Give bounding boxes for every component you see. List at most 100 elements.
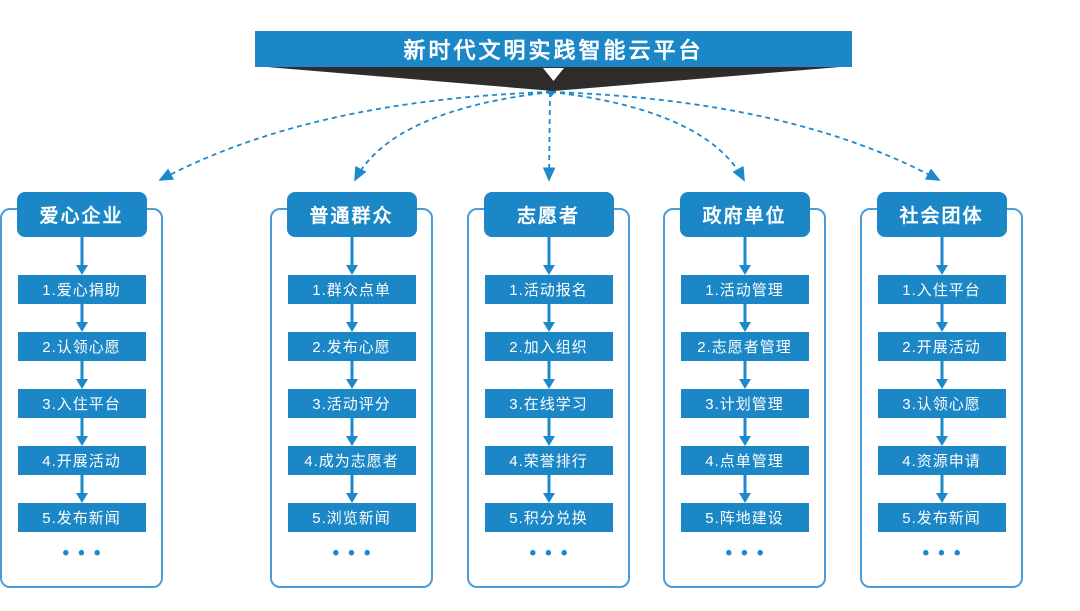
flow-step-label: 1.活动报名 <box>509 282 588 299</box>
column-header: 爱心企业 <box>16 192 147 237</box>
flow-step: 2.认领心愿 <box>17 332 146 361</box>
flow-step-label: 3.入住平台 <box>42 396 121 413</box>
flow-step: 5.发布新闻 <box>17 503 146 532</box>
flow-step-label: 1.爱心捐助 <box>42 282 121 299</box>
dashed-connector-3 <box>542 91 556 182</box>
down-arrow-icon <box>345 304 359 332</box>
flow-step-label: 1.入住平台 <box>902 282 981 299</box>
flow-step-label: 5.浏览新闻 <box>312 510 391 527</box>
flow-step-label: 3.活动评分 <box>312 396 391 413</box>
flow-step: 3.在线学习 <box>484 389 613 418</box>
ellipsis: ••• <box>725 543 773 564</box>
down-arrow-icon <box>738 475 752 503</box>
connector-fan <box>158 86 941 182</box>
down-arrow-icon <box>738 304 752 332</box>
column-header-label: 志愿者 <box>516 206 580 227</box>
flow-step-label: 2.认领心愿 <box>42 339 121 356</box>
ellipsis: ••• <box>332 543 380 564</box>
flow-step: 5.积分兑换 <box>484 503 613 532</box>
flow-step: 2.志愿者管理 <box>680 332 809 361</box>
down-arrow-icon <box>75 304 89 332</box>
down-arrow-icon <box>542 304 556 332</box>
flow-step: 4.点单管理 <box>680 446 809 475</box>
flow-step: 3.认领心愿 <box>877 389 1006 418</box>
column-header-label: 政府单位 <box>702 206 787 227</box>
flow-step: 1.活动管理 <box>680 275 809 304</box>
column-header: 社会团体 <box>876 192 1007 237</box>
column-header: 普通群众 <box>286 192 417 237</box>
flow-step: 4.荣誉排行 <box>484 446 613 475</box>
flow-step-label: 4.资源申请 <box>902 453 981 470</box>
down-arrow-icon <box>738 237 752 275</box>
down-arrow-icon <box>542 418 556 446</box>
flow-step-label: 2.发布心愿 <box>312 339 391 356</box>
down-arrow-icon <box>345 237 359 275</box>
flow-step: 1.群众点单 <box>287 275 416 304</box>
flow-step: 1.活动报名 <box>484 275 613 304</box>
column-header: 志愿者 <box>483 192 614 237</box>
flow-step: 3.计划管理 <box>680 389 809 418</box>
flow-step: 1.爱心捐助 <box>17 275 146 304</box>
column-header-label: 爱心企业 <box>39 206 124 227</box>
column-zhiyuanzhe: 志愿者 1.活动报名 2.加入组织 3.在线学习 4.荣誉排行 5.积分兑换 •… <box>467 192 630 588</box>
down-arrow-icon <box>542 237 556 275</box>
flow-step: 4.开展活动 <box>17 446 146 475</box>
flow-step-label: 4.开展活动 <box>42 453 121 470</box>
flow-step-label: 5.发布新闻 <box>902 510 981 527</box>
column-header-label: 社会团体 <box>899 206 984 227</box>
flow-step-label: 2.志愿者管理 <box>697 339 792 356</box>
column-header-label: 普通群众 <box>309 206 394 227</box>
down-arrow-icon <box>75 475 89 503</box>
flow-step-label: 3.在线学习 <box>509 396 588 413</box>
flow-step: 5.浏览新闻 <box>287 503 416 532</box>
down-arrow-icon <box>542 361 556 389</box>
column-putong-qunzhong: 普通群众 1.群众点单 2.发布心愿 3.活动评分 4.成为志愿者 5.浏览新闻… <box>270 192 433 588</box>
flow-step-label: 3.计划管理 <box>705 396 784 413</box>
dashed-connector-5 <box>550 91 941 181</box>
down-arrow-icon <box>75 237 89 275</box>
dashed-connector-2 <box>354 91 552 182</box>
dashed-connector-4 <box>550 91 745 182</box>
flow-step: 2.开展活动 <box>877 332 1006 361</box>
flow-step: 2.加入组织 <box>484 332 613 361</box>
down-arrow-icon <box>345 418 359 446</box>
flow-step: 4.成为志愿者 <box>287 446 416 475</box>
column-zhengfu-danwei: 政府单位 1.活动管理 2.志愿者管理 3.计划管理 4.点单管理 5.阵地建设… <box>663 192 826 588</box>
flow-step-label: 1.群众点单 <box>312 282 391 299</box>
flow-step: 1.入住平台 <box>877 275 1006 304</box>
flow-step-label: 5.积分兑换 <box>509 510 588 527</box>
ellipsis: ••• <box>529 543 577 564</box>
down-arrow-icon <box>935 418 949 446</box>
column-aixin-qiye: 爱心企业 1.爱心捐助 2.认领心愿 3.入住平台 4.开展活动 5.发布新闻 … <box>0 192 163 588</box>
flow-step-label: 2.加入组织 <box>509 339 588 356</box>
down-arrow-icon <box>75 418 89 446</box>
down-arrow-icon <box>75 361 89 389</box>
flow-step-label: 1.活动管理 <box>705 282 784 299</box>
flow-step: 3.入住平台 <box>17 389 146 418</box>
down-arrow-icon <box>345 475 359 503</box>
flow-step-label: 4.荣誉排行 <box>509 453 588 470</box>
flow-step: 2.发布心愿 <box>287 332 416 361</box>
flow-step: 4.资源申请 <box>877 446 1006 475</box>
flow-step: 5.阵地建设 <box>680 503 809 532</box>
flow-step-label: 4.点单管理 <box>705 453 784 470</box>
banner-ribbon <box>255 66 852 91</box>
flow-step-label: 2.开展活动 <box>902 339 981 356</box>
platform-title: 新时代文明实践智能云平台 <box>403 38 704 63</box>
dashed-connector-1 <box>158 91 552 181</box>
down-arrow-icon <box>543 68 564 81</box>
flow-step-label: 3.认领心愿 <box>902 396 981 413</box>
down-arrow-icon <box>935 304 949 332</box>
flow-step: 3.活动评分 <box>287 389 416 418</box>
flow-step-label: 5.阵地建设 <box>705 510 784 527</box>
column-shehui-tuanti: 社会团体 1.入住平台 2.开展活动 3.认领心愿 4.资源申请 5.发布新闻 … <box>860 192 1023 588</box>
ellipsis: ••• <box>922 543 970 564</box>
flow-step-label: 4.成为志愿者 <box>304 453 399 470</box>
down-arrow-icon <box>738 361 752 389</box>
platform-title-banner: 新时代文明实践智能云平台 <box>255 31 852 67</box>
down-arrow-icon <box>935 475 949 503</box>
down-arrow-icon <box>738 418 752 446</box>
down-arrow-icon <box>345 361 359 389</box>
down-arrow-icon <box>935 237 949 275</box>
down-arrow-icon <box>935 361 949 389</box>
